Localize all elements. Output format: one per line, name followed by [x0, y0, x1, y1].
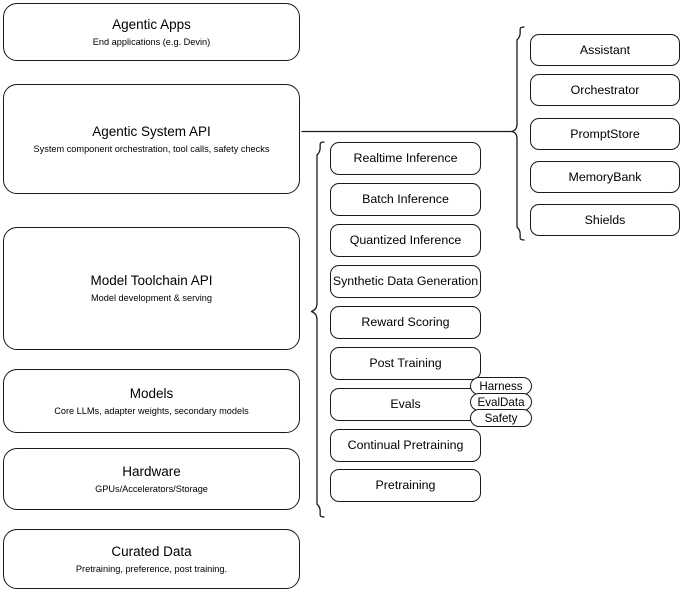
item-label: Reward Scoring — [361, 315, 450, 329]
item-label: Realtime Inference — [353, 151, 458, 165]
bracket-system-items — [510, 26, 525, 241]
layer-title: Agentic System API — [92, 123, 211, 139]
bracket-toolchain-items — [310, 141, 325, 518]
toolchain-item-realtime-inference[interactable]: Realtime Inference — [330, 142, 481, 175]
item-label: Pretraining — [375, 478, 436, 492]
item-label: Quantized Inference — [349, 233, 462, 247]
toolchain-item-quantized-inference[interactable]: Quantized Inference — [330, 224, 481, 257]
layer-subtitle: Pretraining, preference, post training. — [75, 563, 228, 574]
toolchain-item-synthetic-data-generation[interactable]: Synthetic Data Generation — [330, 265, 481, 298]
system-item-memorybank[interactable]: MemoryBank — [530, 161, 680, 193]
system-item-assistant[interactable]: Assistant — [530, 34, 680, 66]
layer-box-agentic-system-api[interactable]: Agentic System API System component orch… — [3, 84, 300, 194]
layer-subtitle: Model development & serving — [90, 293, 213, 303]
layer-box-hardware[interactable]: Hardware GPUs/Accelerators/Storage — [3, 448, 300, 510]
toolchain-item-pretraining[interactable]: Pretraining — [330, 469, 481, 502]
item-label: Orchestrator — [570, 82, 640, 97]
layer-title: Models — [129, 385, 174, 401]
item-label: Continual Pretraining — [347, 438, 464, 452]
item-label: MemoryBank — [568, 169, 642, 184]
item-label: Shields — [584, 212, 626, 227]
item-label: Evals — [390, 397, 421, 411]
layer-box-models[interactable]: Models Core LLMs, adapter weights, secon… — [3, 369, 300, 433]
toolchain-item-evals[interactable]: Evals — [330, 388, 481, 421]
layer-box-model-toolchain-api[interactable]: Model Toolchain API Model development & … — [3, 227, 300, 350]
item-label: Assistant — [579, 42, 631, 57]
layer-title: Curated Data — [111, 543, 192, 559]
layer-title: Hardware — [122, 463, 181, 479]
layer-subtitle: GPUs/Accelerators/Storage — [95, 483, 208, 494]
layer-box-curated-data[interactable]: Curated Data Pretraining, preference, po… — [3, 529, 300, 589]
system-item-orchestrator[interactable]: Orchestrator — [530, 74, 680, 106]
system-item-shields[interactable]: Shields — [530, 204, 680, 236]
toolchain-item-post-training[interactable]: Post Training — [330, 347, 481, 380]
layer-title: Agentic Apps — [112, 16, 191, 32]
item-label: Post Training — [369, 356, 442, 370]
layer-box-agentic-apps[interactable]: Agentic Apps End applications (e.g. Devi… — [3, 3, 300, 61]
layer-subtitle: Core LLMs, adapter weights, secondary mo… — [54, 405, 249, 416]
toolchain-item-batch-inference[interactable]: Batch Inference — [330, 183, 481, 216]
item-label: Synthetic Data Generation — [332, 274, 479, 288]
toolchain-item-continual-pretraining[interactable]: Continual Pretraining — [330, 429, 481, 462]
layer-title: Model Toolchain API — [90, 273, 213, 288]
layer-subtitle: System component orchestration, tool cal… — [33, 143, 270, 154]
layer-subtitle: End applications (e.g. Devin) — [92, 36, 211, 47]
item-label: Batch Inference — [362, 192, 449, 206]
system-item-promptstore[interactable]: PromptStore — [530, 118, 680, 150]
toolchain-item-reward-scoring[interactable]: Reward Scoring — [330, 306, 481, 339]
item-label: PromptStore — [570, 126, 640, 141]
evals-badge-safety[interactable]: Safety — [470, 409, 532, 427]
